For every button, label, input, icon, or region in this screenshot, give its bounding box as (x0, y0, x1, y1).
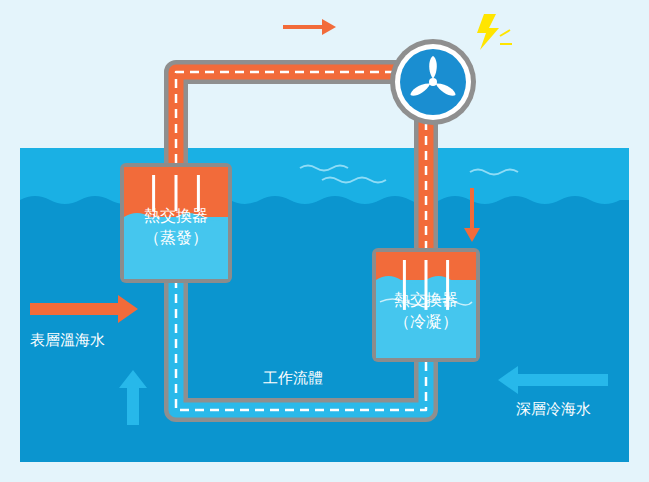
turbine (390, 39, 476, 125)
heat-exchanger-box: 熱交換器 （冷凝） (372, 248, 480, 362)
cold-water-arrow (498, 366, 608, 394)
warm-water-arrow (119, 370, 147, 425)
heat-exchanger-box: 熱交換器 （蒸發） (120, 163, 232, 283)
pipe-label: 工作流體 (263, 368, 323, 388)
ocean-surface (20, 148, 629, 462)
water-label: 表層溫海水 (30, 330, 105, 350)
deep-ocean (20, 196, 629, 462)
electricity-bolt (477, 14, 512, 50)
flow-arrow (283, 19, 336, 35)
flow-arrow (464, 188, 480, 242)
box-label: 熱交換器 （蒸發） (136, 205, 216, 249)
water-label: 深層冷海水 (516, 399, 591, 419)
box-label: 熱交換器 （冷凝） (386, 289, 466, 333)
warm-water-arrow (30, 295, 138, 323)
surface-ripples (300, 166, 518, 183)
